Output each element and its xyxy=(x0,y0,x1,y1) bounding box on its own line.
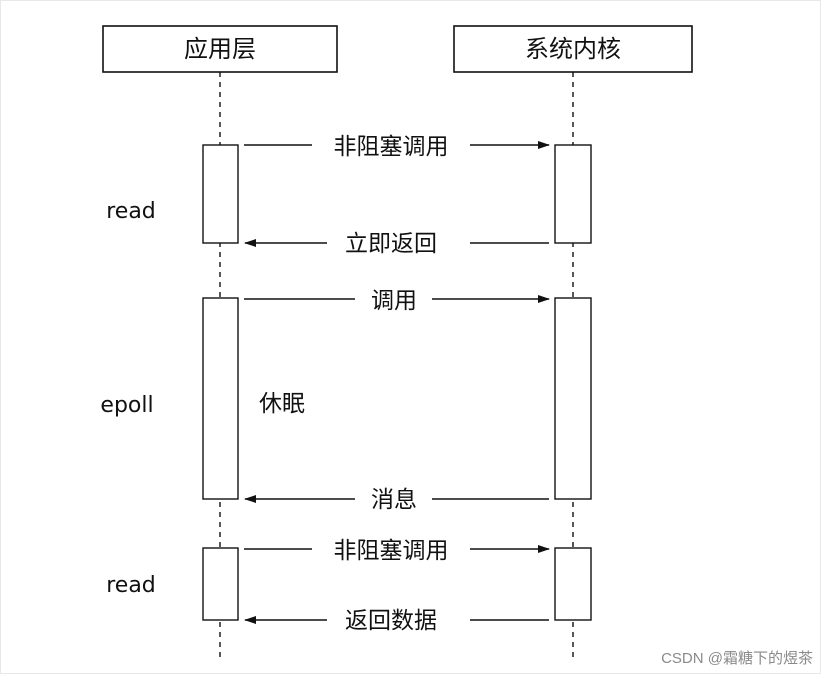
participant-app-label: 应用层 xyxy=(184,35,256,63)
side-label-read-2: read xyxy=(106,573,156,598)
activation-kernel-read-2 xyxy=(554,547,592,621)
side-label-read-1: read xyxy=(106,199,156,224)
message-response-3-label: 返回数据 xyxy=(345,608,437,634)
activation-kernel-epoll xyxy=(554,297,592,500)
message-response-1-label: 立即返回 xyxy=(345,231,437,257)
message-request-2-label: 调用 xyxy=(371,288,417,314)
activation-kernel-read-1 xyxy=(554,144,592,244)
participant-kernel-label: 系统内核 xyxy=(525,35,621,63)
activation-app-read-2 xyxy=(202,547,239,621)
sleep-note: 休眠 xyxy=(259,391,305,417)
message-response-2-label: 消息 xyxy=(371,487,417,513)
message-request-1-label: 非阻塞调用 xyxy=(334,134,449,160)
activation-app-read-1 xyxy=(202,144,239,244)
message-request-3-label: 非阻塞调用 xyxy=(334,538,449,564)
csdn-watermark: CSDN @霜糖下的煜茶 xyxy=(661,650,813,667)
activation-app-epoll xyxy=(202,297,239,500)
participant-kernel-box xyxy=(453,25,693,73)
side-label-epoll: epoll xyxy=(100,393,153,418)
